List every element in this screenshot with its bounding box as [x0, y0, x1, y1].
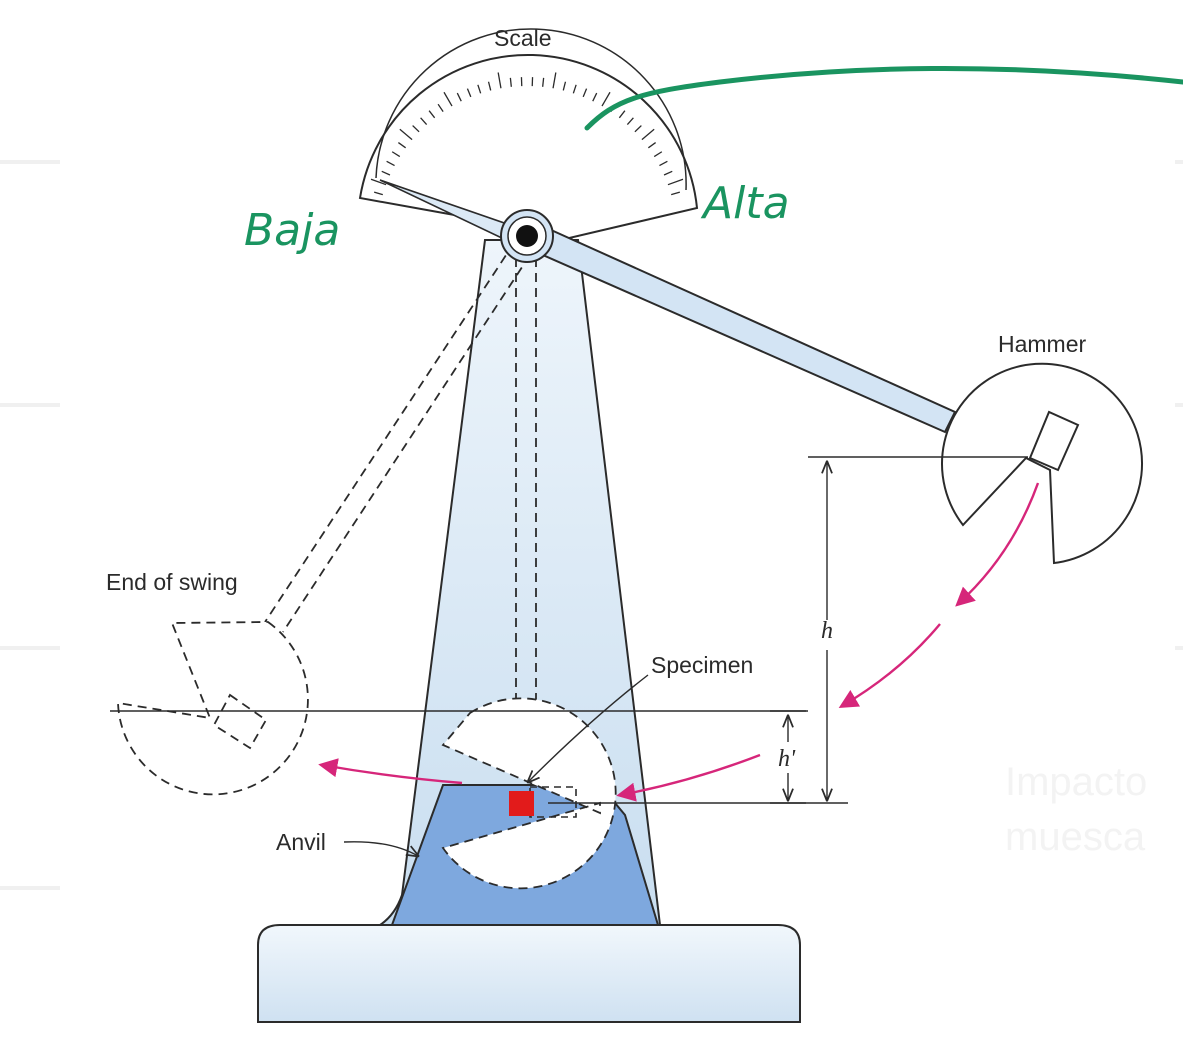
- scale-tick: [391, 151, 401, 158]
- pendulum-rest-position: [441, 258, 617, 890]
- end-of-swing-label: End of swing: [106, 569, 238, 595]
- h-label: h: [821, 618, 833, 644]
- specimen: [509, 791, 534, 816]
- scale-tick: [412, 125, 420, 133]
- specimen-label: Specimen: [651, 652, 753, 678]
- scale-tick: [663, 170, 673, 176]
- height-reference-lines: [110, 456, 1028, 804]
- scale-tick: [386, 160, 395, 167]
- scale-tick: [542, 77, 545, 87]
- scale-tick: [671, 191, 681, 196]
- scale-tick: [497, 72, 502, 89]
- scale-tick: [397, 142, 407, 149]
- scale-tick: [420, 117, 428, 125]
- scale-tick: [381, 170, 391, 176]
- scale-tick: [647, 142, 657, 149]
- scale-tick: [443, 91, 453, 107]
- scale-dial: [358, 28, 699, 245]
- pivot-icon: [516, 225, 538, 247]
- scale-tick: [653, 151, 663, 158]
- scale-tick: [477, 84, 482, 94]
- pendulum-arm: [534, 223, 957, 434]
- machine-base: [257, 924, 801, 1023]
- scale-tick: [582, 88, 588, 98]
- h-prime-label: h': [778, 746, 796, 772]
- scale-tick: [562, 81, 567, 91]
- scale-tick: [667, 178, 684, 186]
- alta-annotation: Alta: [700, 178, 790, 229]
- scale-tick: [618, 110, 626, 119]
- scale-tick: [456, 92, 462, 102]
- anvil-label: Anvil: [276, 829, 326, 855]
- scale-tick: [437, 103, 444, 113]
- baja-annotation: Baja: [244, 205, 340, 256]
- hammer-label: Hammer: [998, 331, 1087, 357]
- scale-tick: [601, 91, 611, 107]
- scale-tick: [373, 191, 383, 196]
- hammer: [941, 362, 1143, 565]
- scale-tick: [509, 77, 512, 87]
- scale-tick: [641, 128, 655, 141]
- motion-arrows: [318, 482, 1040, 802]
- scale-tick: [428, 110, 436, 119]
- scale-tick: [659, 160, 668, 167]
- leader-lines: [343, 674, 649, 856]
- scale-tick: [592, 92, 598, 102]
- background-text-1: Impacto: [1005, 760, 1147, 804]
- background-text-2: muesca: [1005, 815, 1146, 859]
- scale-tick: [634, 125, 642, 133]
- scale-tick: [552, 72, 557, 89]
- pendulum-end-of-swing: [117, 242, 531, 796]
- scale-tick: [399, 128, 413, 141]
- scale-label: Scale: [494, 25, 552, 51]
- scale-tick: [487, 81, 492, 91]
- scale-tick: [370, 178, 387, 186]
- handwritten-curve: [584, 65, 1183, 131]
- scale-tick: [466, 88, 472, 98]
- scale-tick: [572, 84, 577, 94]
- background-remnants: [0, 160, 1183, 890]
- scale-tick: [626, 117, 634, 125]
